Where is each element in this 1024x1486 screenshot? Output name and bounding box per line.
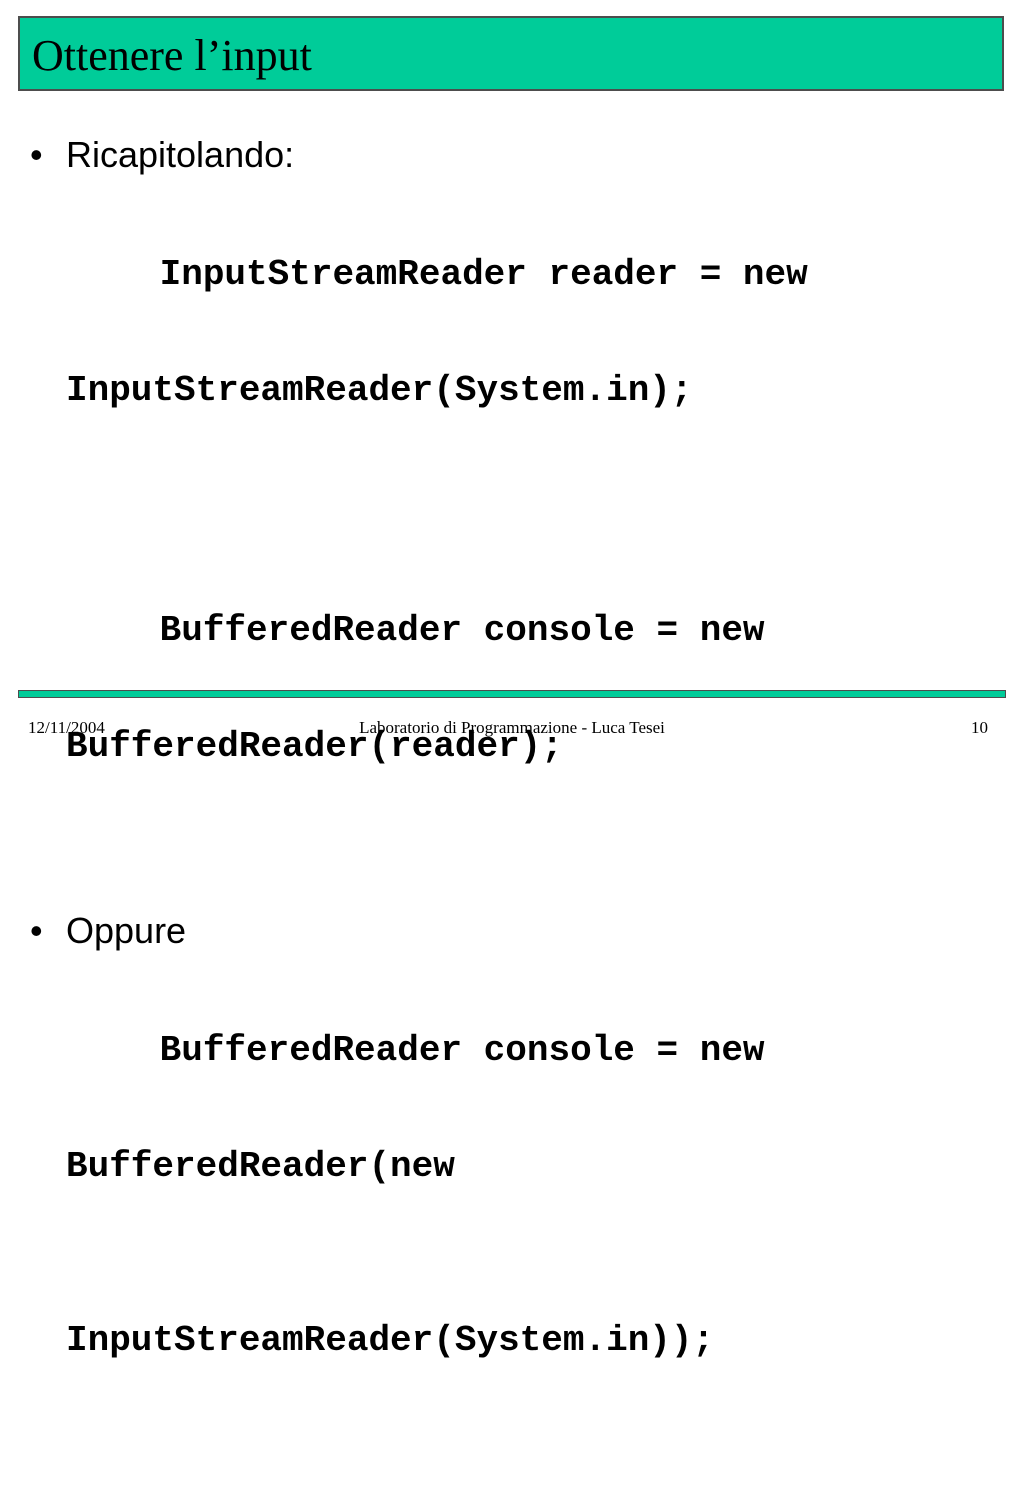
bullet-icon: • (30, 910, 43, 951)
slide-content: • Ricapitolando: InputStreamReader reade… (30, 128, 1010, 1486)
bullet-text: Ricapitolando: (66, 134, 295, 175)
footer-date: 12/11/2004 (28, 718, 105, 737)
code-block-buffered-reader: BufferedReader console = new BufferedRea… (30, 544, 1010, 892)
bullet-item-ricapitolando: • Ricapitolando: (30, 130, 1010, 180)
slide: Ottenere l’input • Ricapitolando: InputS… (18, 16, 1006, 1361)
footer-divider (18, 690, 1006, 698)
slide-title: Ottenere l’input (32, 31, 312, 80)
code-line-continuation: BufferedReader(reader); (66, 726, 563, 767)
bullet-item-oppure: • Oppure (30, 906, 1010, 956)
code-line-continuation: InputStreamReader(System.in); (66, 370, 693, 411)
code-line: BufferedReader console = new (159, 1030, 765, 1071)
title-bar: Ottenere l’input (18, 16, 1004, 91)
bullet-icon: • (30, 134, 43, 175)
code-line: InputStreamReader reader = new (159, 254, 808, 295)
footer-title: Laboratorio di Programmazione - Luca Tes… (359, 718, 665, 737)
code-block-combined: BufferedReader console = new BufferedRea… (30, 964, 1010, 1486)
code-line-continuation: InputStreamReader(System.in)); (66, 1320, 715, 1361)
code-block-input-stream-reader: InputStreamReader reader = new InputStre… (30, 188, 1010, 536)
code-line: BufferedReader console = new (159, 610, 765, 651)
code-line-continuation: BufferedReader(new (66, 1146, 455, 1187)
bullet-text: Oppure (66, 910, 187, 951)
page-number: 10 (971, 718, 988, 737)
